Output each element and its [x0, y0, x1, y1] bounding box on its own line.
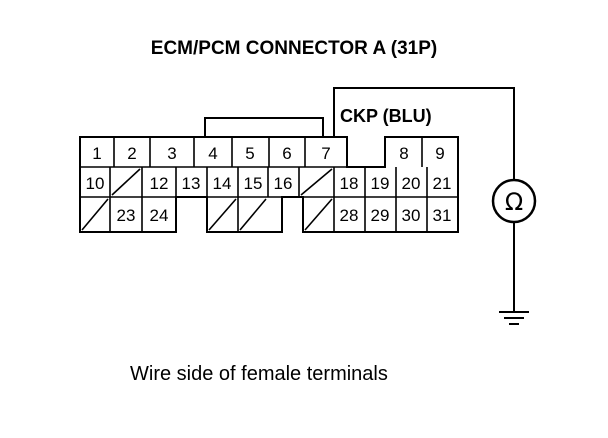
pin-2: 2: [127, 144, 136, 163]
empty-cavity-22: [81, 198, 109, 231]
empty-cavity-marks: [81, 168, 333, 231]
pin-20: 20: [402, 174, 421, 193]
diagram-title: ECM/PCM CONNECTOR A (31P): [151, 38, 437, 59]
pin-28: 28: [340, 206, 359, 225]
pin-18: 18: [340, 174, 359, 193]
pin-21: 21: [433, 174, 452, 193]
pin-9: 9: [435, 144, 444, 163]
empty-cavity-17: [300, 168, 333, 196]
pin-16: 16: [274, 174, 293, 193]
ohm-symbol: Ω: [505, 188, 523, 216]
pin-row-1: 1 2 3 4 5 6 7 8 9: [92, 144, 444, 163]
pin-row-3: 23 24 28 29 30 31: [117, 206, 452, 225]
empty-cavity-25: [208, 198, 237, 231]
pin-24: 24: [150, 206, 169, 225]
pin-5: 5: [245, 144, 254, 163]
pin-10: 10: [86, 174, 105, 193]
pin-29: 29: [371, 206, 390, 225]
pin-30: 30: [402, 206, 421, 225]
pin-4: 4: [208, 144, 217, 163]
pin-31: 31: [433, 206, 452, 225]
ground-icon: [499, 311, 529, 325]
connector-lock-tab: [204, 117, 324, 137]
probe-wire: [333, 87, 515, 180]
probe-label: CKP (BLU): [340, 106, 432, 126]
pin-row-2: 10 12 13 14 15 16 18 19 20 21: [86, 174, 452, 193]
diagram-caption: Wire side of female terminals: [130, 363, 388, 385]
pin-6: 6: [282, 144, 291, 163]
pin-14: 14: [213, 174, 232, 193]
empty-cavity-26: [239, 198, 267, 231]
pin-7: 7: [321, 144, 330, 163]
ohmmeter-icon: [491, 178, 537, 224]
pin-8: 8: [399, 144, 408, 163]
empty-cavity-11: [111, 168, 141, 196]
pin-15: 15: [244, 174, 263, 193]
pin-3: 3: [167, 144, 176, 163]
pin-13: 13: [182, 174, 201, 193]
pin-23: 23: [117, 206, 136, 225]
pin-1: 1: [92, 144, 101, 163]
connector-grid: [80, 137, 458, 232]
pin-19: 19: [371, 174, 390, 193]
empty-cavity-27: [304, 198, 333, 231]
pin-12: 12: [150, 174, 169, 193]
